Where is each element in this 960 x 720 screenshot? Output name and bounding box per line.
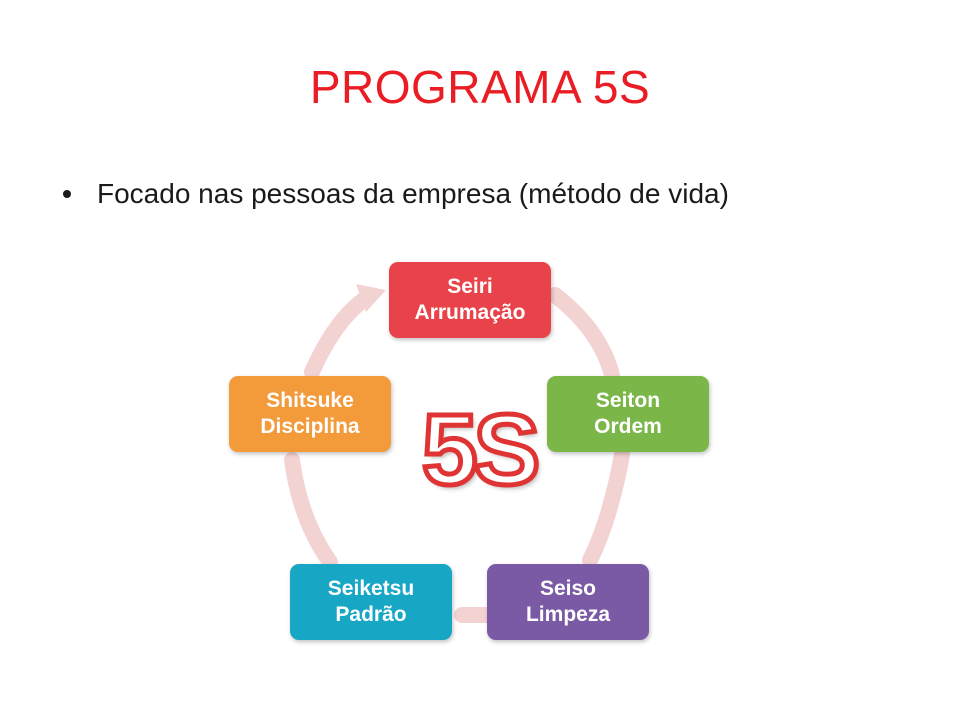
node-seiri: Seiri Arrumação [389,262,551,338]
cycle-arc-right [582,447,630,568]
node-shitsuke-line2: Disciplina [260,415,360,438]
cycle-arc-top-right [547,287,620,383]
node-seiso-line2: Limpeza [525,603,611,626]
bullet-dot-icon [63,190,71,198]
cycle-arc-left [284,452,338,570]
node-seiketsu: Seiketsu Padrão [290,564,452,640]
node-seiso-line1: Seiso [539,576,597,600]
node-shitsuke: Shitsuke Disciplina [229,376,391,452]
node-seiso: Seiso Limpeza [487,564,649,640]
node-seiton-line2: Ordem [594,415,662,438]
node-seiketsu-line1: Seiketsu [327,576,415,600]
bullet-item: Focado nas pessoas da empresa (método de… [60,178,729,210]
slide-title: PROGRAMA 5S [309,61,651,113]
bullet-text: Focado nas pessoas da empresa (método de… [97,178,729,209]
node-seiri-line1: Seiri [447,274,493,298]
cycle-arrowhead-icon [356,284,386,312]
node-seiketsu-line2: Padrão [335,603,407,626]
node-shitsuke-line1: Shitsuke [266,388,354,412]
cycle-arc-top-left [304,290,374,380]
node-seiri-line2: Arrumação [414,301,526,324]
center-5s-label: 5S [419,393,542,508]
node-seiton-line1: Seiton [595,388,661,412]
node-seiton: Seiton Ordem [547,376,709,452]
